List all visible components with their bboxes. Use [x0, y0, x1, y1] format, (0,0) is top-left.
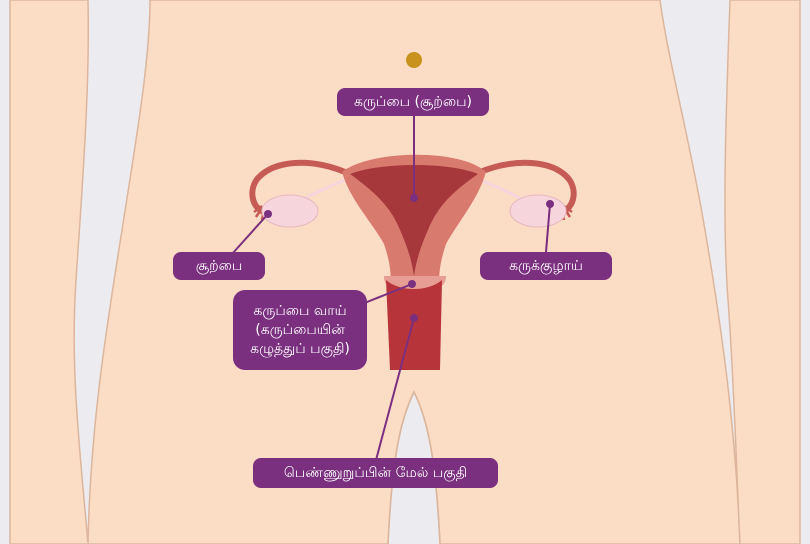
label-ovary: சூற்பை: [173, 252, 265, 280]
label-ovary-text: சூற்பை: [196, 257, 243, 276]
label-cervix-line2: (கருப்பையின்: [255, 321, 344, 340]
label-vagina-text: பெண்ணுறுப்பின் மேல் பகுதி: [284, 464, 467, 483]
label-vagina: பெண்ணுறுப்பின் மேல் பகுதி: [253, 458, 498, 488]
label-cervix-line3: கழுத்துப் பகுதி): [250, 340, 350, 359]
label-fallopian-tube: கருக்குழாய்: [480, 252, 612, 280]
right-arm: [725, 0, 800, 544]
vagina: [386, 280, 442, 370]
label-uterus: கருப்பை (சூற்பை): [337, 88, 489, 116]
label-cervix: கருப்பை வாய் (கருப்பையின் கழுத்துப் பகுத…: [233, 290, 367, 370]
label-fallopian-tube-text: கருக்குழாய்: [509, 257, 583, 276]
label-uterus-text: கருப்பை (சூற்பை): [354, 93, 472, 112]
right-ovary: [510, 195, 566, 227]
left-arm: [10, 0, 88, 544]
label-cervix-line1: கருப்பை வாய்: [253, 302, 346, 321]
navel: [406, 52, 422, 68]
